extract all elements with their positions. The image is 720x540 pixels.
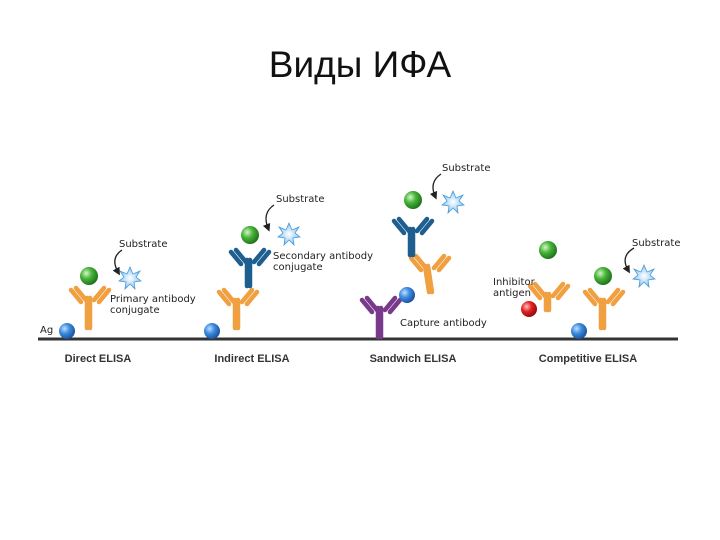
direct-elisa-panel: Substrate Primary antibody conjugate Ag …: [40, 239, 196, 365]
secondary-conjugate-label-line1: Secondary antibody: [273, 251, 373, 262]
arrow-icon: [262, 204, 275, 232]
substrate-star-icon: [118, 265, 142, 291]
sandwich-elisa-caption: Sandwich ELISA: [370, 353, 457, 365]
secondary-antibody-icon: [228, 247, 272, 289]
sandwich-elisa-panel: Substrate Capture antibody Sandwich ELIS…: [359, 163, 490, 365]
primary-antibody-icon: [408, 253, 452, 295]
substrate-star-icon: [632, 263, 656, 289]
direct-elisa-caption: Direct ELISA: [65, 353, 132, 365]
substrate-star-icon: [277, 221, 301, 247]
substrate-label: Substrate: [442, 163, 490, 174]
substrate-label: Substrate: [632, 238, 680, 249]
primary-antibody-icon: [527, 281, 571, 313]
indirect-elisa-panel: Substrate Secondary antibody conjugate I…: [204, 194, 373, 365]
enzyme-ball-icon: [539, 241, 557, 259]
antigen-ball-icon: [59, 323, 75, 339]
primary-antibody-icon: [216, 287, 260, 331]
inhibitor-antigen-ball-icon: [521, 301, 537, 317]
substrate-label: Substrate: [276, 194, 324, 205]
substrate-star-icon: [441, 189, 465, 215]
arrow-icon: [429, 173, 442, 200]
competitive-elisa-caption: Competitive ELISA: [539, 353, 637, 365]
enzyme-ball-icon: [594, 267, 612, 285]
substrate-label: Substrate: [119, 239, 167, 250]
indirect-elisa-caption: Indirect ELISA: [214, 353, 289, 365]
antigen-ball-icon: [571, 323, 587, 339]
enzyme-ball-icon: [241, 226, 259, 244]
arrow-icon: [622, 247, 635, 274]
inhibitor-label-line1: Inhibitor: [493, 277, 536, 288]
primary-conjugate-label-line1: Primary antibody: [110, 294, 196, 305]
antigen-ball-icon: [399, 287, 415, 303]
primary-antibody-icon: [68, 285, 112, 331]
enzyme-ball-icon: [404, 191, 422, 209]
primary-antibody-icon: [582, 287, 626, 331]
enzyme-ball-icon: [80, 267, 98, 285]
primary-conjugate-label-line2: conjugate: [110, 305, 160, 316]
antigen-ball-icon: [204, 323, 220, 339]
competitive-elisa-panel: Substrate Inhibitor antigen Competitive …: [493, 238, 680, 365]
slide-title: Виды ИФА: [268, 44, 452, 85]
capture-antibody-label: Capture antibody: [400, 318, 487, 329]
ag-label: Ag: [40, 325, 53, 336]
capture-antibody-icon: [359, 295, 403, 340]
secondary-antibody-icon: [391, 216, 435, 258]
secondary-conjugate-label-line2: conjugate: [273, 262, 323, 273]
arrow-icon: [112, 249, 123, 276]
inhibitor-label-line2: antigen: [493, 288, 531, 299]
